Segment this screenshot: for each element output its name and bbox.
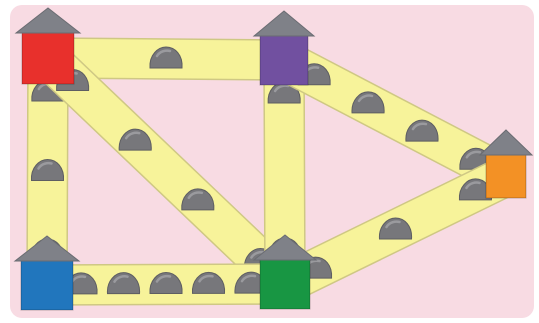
house-body	[21, 260, 73, 310]
house-body	[486, 154, 526, 198]
house-body	[22, 32, 74, 84]
road-blue-green	[47, 264, 285, 305]
house-body	[260, 35, 308, 85]
house-body	[260, 259, 310, 309]
